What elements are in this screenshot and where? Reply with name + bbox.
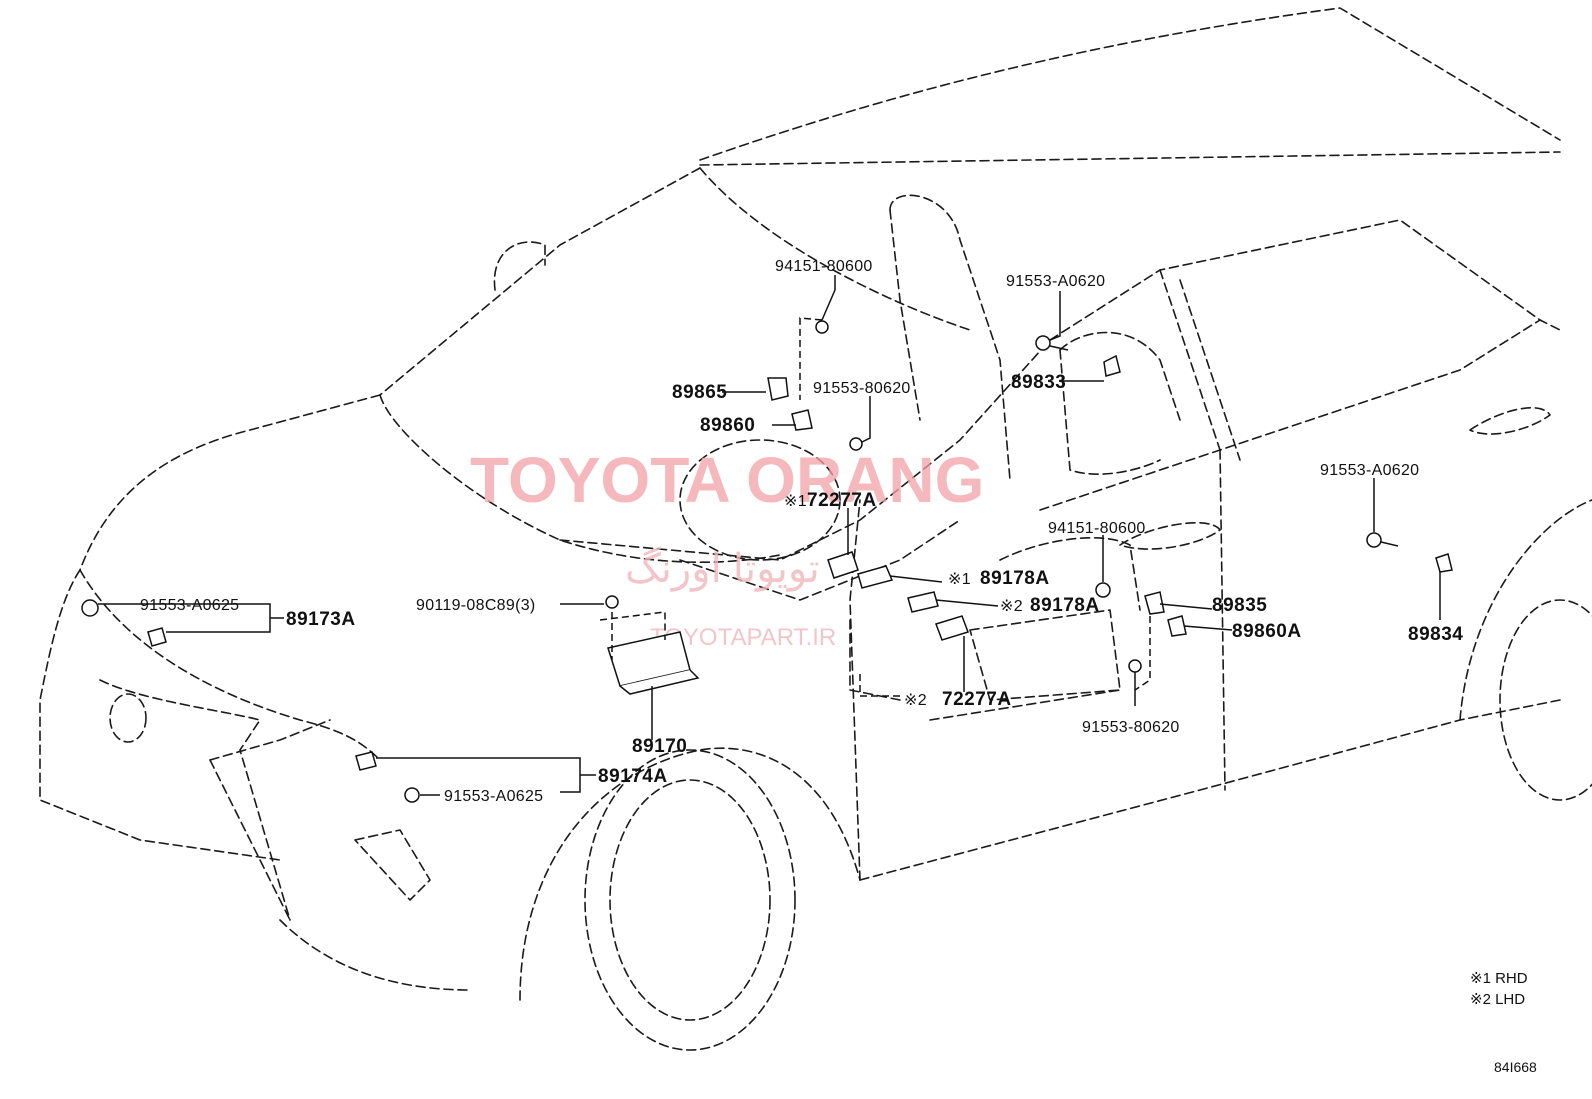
part-labels: 94151-80600 91553-A0620 89865 91553-8062…: [140, 258, 1463, 805]
bolt-icon: [1366, 532, 1382, 548]
sensor-icon: [1167, 615, 1187, 637]
label-89835: 89835: [1212, 595, 1267, 616]
bolt-icon: [81, 599, 99, 617]
sensor-icon: [857, 565, 894, 589]
connector-icon: [827, 551, 859, 579]
component-glyphs: [81, 320, 1453, 803]
vehicle-outline: [39, 7, 1592, 1051]
label-94151-80600-mid: 94151-80600: [1048, 520, 1146, 537]
label-89173A: 89173A: [286, 609, 356, 630]
bolt-icon: [849, 437, 863, 451]
figure-id: 84I668: [1494, 1059, 1537, 1075]
label-89834: 89834: [1408, 624, 1463, 645]
mark-89178A-rhd: ※1: [948, 571, 971, 588]
mark-72277A-rhd: ※1: [784, 493, 807, 510]
connector-icon: [935, 615, 969, 641]
watermark-persian: تویوتا اورنگ: [625, 546, 820, 592]
legend-note-lhd: ※2 LHD: [1470, 991, 1525, 1008]
label-89860: 89860: [700, 415, 755, 436]
legend-note-rhd: ※1 RHD: [1470, 970, 1528, 987]
label-91553-A0620-right: 91553-A0620: [1320, 462, 1419, 479]
sensor-icon: [147, 627, 167, 647]
nut-icon: [1095, 582, 1111, 598]
label-89178A-rhd: 89178A: [980, 568, 1050, 589]
label-72277A-lhd: 72277A: [942, 689, 1012, 710]
label-91553-A0620-top: 91553-A0620: [1006, 273, 1105, 290]
label-94151-80600-top: 94151-80600: [775, 258, 873, 275]
nut-icon: [815, 320, 829, 334]
watermark: TOYOTA ORANG تویوتا اورنگ TOYOTAPART.IR: [470, 444, 984, 651]
label-89178A-lhd: 89178A: [1030, 595, 1100, 616]
label-72277A-rhd: 72277A: [807, 490, 877, 511]
label-91553-80620-mid: 91553-80620: [813, 380, 911, 397]
mark-89178A-lhd: ※2: [1000, 598, 1023, 615]
label-90119-08C89: 90119-08C89(3): [416, 597, 536, 614]
sensor-icon: [1144, 591, 1165, 615]
sensor-icon: [767, 377, 789, 401]
bolt-icon: [1035, 335, 1051, 351]
legend: ※1 RHD ※2 LHD: [1470, 970, 1528, 1008]
label-89174A: 89174A: [598, 766, 668, 787]
sensor-icon: [1103, 354, 1121, 377]
mark-72277A-lhd: ※2: [904, 692, 927, 709]
bolt-icon: [1128, 659, 1142, 673]
watermark-main: TOYOTA ORANG: [470, 444, 984, 516]
bolt-icon: [605, 595, 619, 609]
label-89170: 89170: [632, 736, 687, 757]
label-91553-A0625-low: 91553-A0625: [444, 788, 543, 805]
sensor-icon: [355, 751, 377, 771]
bolt-icon: [404, 787, 420, 803]
label-91553-80620-low: 91553-80620: [1082, 719, 1180, 736]
sensor-icon: [1435, 553, 1453, 573]
sensor-icon: [791, 409, 813, 431]
sensor-icon: [907, 591, 939, 613]
label-89865: 89865: [672, 382, 727, 403]
label-91553-A0625-left: 91553-A0625: [140, 597, 239, 614]
leader-lines: [98, 275, 1441, 796]
label-89860A: 89860A: [1232, 621, 1302, 642]
label-89833: 89833: [1011, 372, 1066, 393]
